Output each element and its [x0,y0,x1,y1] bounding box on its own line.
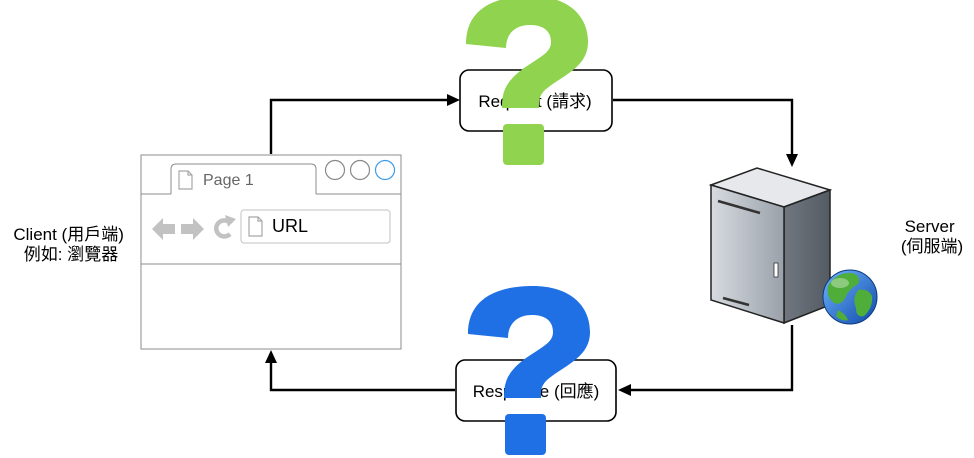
window-button[interactable] [374,159,396,181]
url-bar[interactable]: URL [240,209,391,244]
request-arrowhead [447,94,460,106]
forward-arrow-icon[interactable] [181,218,204,240]
globe-icon [822,269,878,325]
request-connector [269,98,452,154]
server-label-line1: Server [905,217,955,236]
page-icon [248,216,263,237]
reload-icon[interactable] [214,215,236,239]
back-arrow-icon[interactable] [152,218,175,240]
response-connector [628,325,794,392]
page-icon [178,170,193,190]
server-label-line2: (伺服端) [901,237,963,256]
client-label-line1: Client (用戶端) [13,225,124,244]
request-to-server-connector [613,98,794,158]
url-label: URL [272,216,308,236]
question-mark-icon [466,0,588,165]
server-tower-icon [708,167,833,325]
client-arrowhead [265,350,277,363]
client-label-line2: 例如: 瀏覽器 [24,245,118,264]
server-arrowhead [786,154,798,167]
server-label: Server (伺服端) [901,217,963,256]
browser-tab[interactable]: Page 1 [170,163,317,194]
client-label: Client (用戶端) 例如: 瀏覽器 [13,225,128,264]
response-arrowhead [618,384,631,396]
window-button[interactable] [349,159,371,181]
response-to-client-connector [269,361,455,392]
tab-label: Page 1 [203,172,254,189]
window-button[interactable] [324,159,346,181]
question-mark-icon [468,286,590,455]
browser-window: Page 1 URL [140,154,402,350]
